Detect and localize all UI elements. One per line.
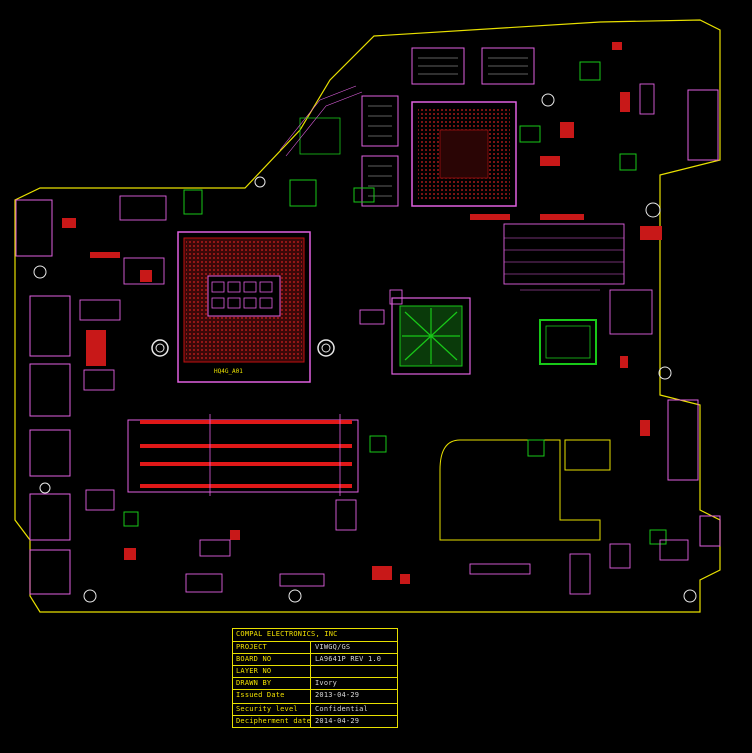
passive-components-green bbox=[123, 61, 667, 545]
title-value: LA9641P REV 1.0 bbox=[315, 655, 382, 663]
title-row-layer-no: LAYER NO bbox=[233, 665, 397, 677]
title-row-project: PROJECT VIWGQ/GS bbox=[233, 641, 397, 653]
title-block-header: COMPAL ELECTRONICS, INC bbox=[233, 629, 397, 641]
title-block: COMPAL ELECTRONICS, INC PROJECT VIWGQ/GS… bbox=[232, 628, 398, 728]
title-label: PROJECT bbox=[236, 643, 267, 651]
board-cutout-right bbox=[564, 439, 611, 471]
title-block-divider bbox=[310, 641, 311, 728]
passive-components-red bbox=[62, 42, 662, 584]
company-name: COMPAL ELECTRONICS, INC bbox=[236, 630, 338, 638]
title-label: LAYER NO bbox=[236, 667, 272, 675]
io-connectors-right bbox=[667, 89, 721, 547]
traces bbox=[279, 85, 624, 291]
title-row-issued-date: Issued Date 2013-04-29 bbox=[233, 689, 397, 703]
mounting-holes bbox=[33, 93, 697, 603]
title-value: 2014-04-29 bbox=[315, 717, 360, 725]
gpu-bga bbox=[411, 101, 517, 207]
title-row-board-no: BOARD NO LA9641P REV 1.0 bbox=[233, 653, 397, 665]
title-label: BOARD NO bbox=[236, 655, 272, 663]
vram-chips bbox=[361, 47, 535, 207]
title-value: Ivory bbox=[315, 679, 338, 687]
cpu-silkscreen-label: HQ4G_A01 bbox=[214, 368, 243, 375]
ec-chip bbox=[539, 319, 597, 365]
title-label: DRAWN BY bbox=[236, 679, 272, 687]
io-connectors-left bbox=[15, 199, 71, 595]
title-label: Decipherment date bbox=[236, 717, 312, 725]
ic-outlines bbox=[79, 83, 689, 595]
title-row-security-level: Security level Confidential bbox=[233, 703, 397, 715]
cpu-socket bbox=[151, 231, 335, 383]
title-label: Security level bbox=[236, 705, 298, 713]
title-row-decipherment-date: Decipherment date 2014-04-29 bbox=[233, 715, 397, 727]
title-label: Issued Date bbox=[236, 691, 285, 699]
pch-chip bbox=[391, 297, 471, 375]
board-cutout bbox=[439, 439, 601, 541]
dimm-slots bbox=[127, 414, 359, 496]
board-outline bbox=[14, 19, 721, 613]
title-value: Confidential bbox=[315, 705, 368, 713]
title-row-drawn-by: DRAWN BY Ivory bbox=[233, 677, 397, 689]
title-value: VIWGQ/GS bbox=[315, 643, 351, 651]
title-value: 2013-04-29 bbox=[315, 691, 360, 699]
